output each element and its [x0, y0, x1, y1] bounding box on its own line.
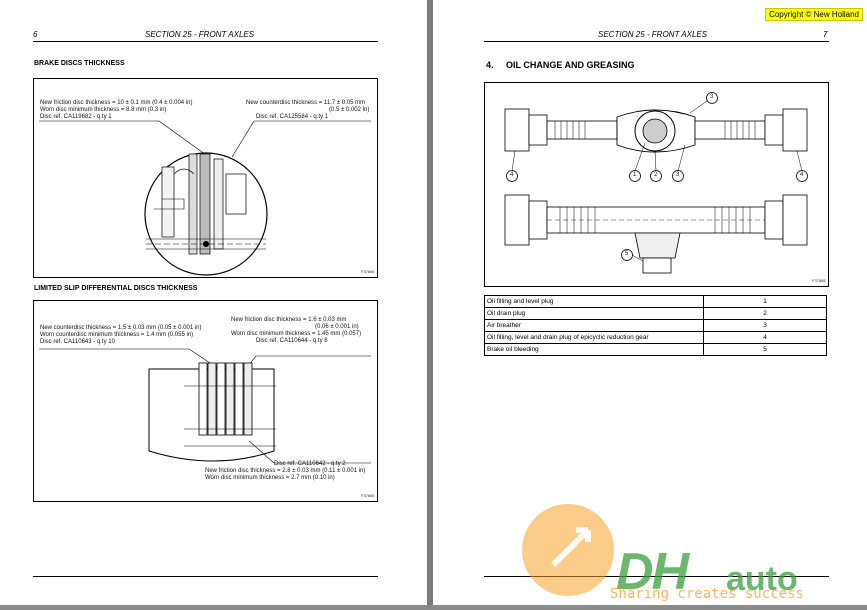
left-page: 6 SECTION 25 - FRONT AXLES BRAKE DISCS T…	[0, 0, 427, 605]
part-description: Oil filling and level plug	[484, 295, 704, 308]
lsd-counter-line3: Disc ref. CA110643 - q.ty 10	[40, 339, 115, 345]
part-ref: 5	[703, 343, 827, 356]
page-gutter	[427, 0, 433, 605]
callout-4-left: 4	[510, 172, 514, 178]
lsd-friction-line1: New friction disc thickness = 1.6 ± 0.03…	[231, 317, 347, 323]
brake-left-note-line2: Worn disc minimum thickness = 8.8 mm (0.…	[40, 107, 167, 113]
table-row: Oil filling, level and drain plug of epi…	[484, 331, 827, 344]
page-number: 7	[823, 30, 828, 39]
brake-figure-code: F37886	[361, 269, 375, 274]
callout-3: 3	[676, 172, 680, 178]
section-heading: OIL CHANGE AND GREASING	[506, 60, 635, 70]
right-page: Copyright © New Holland SECTION 25 - FRO…	[433, 0, 867, 605]
footer-rule	[484, 576, 829, 577]
footer-rule	[33, 576, 378, 577]
watermark: DH auto Sharing creates success	[518, 500, 863, 605]
callout-5: 5	[625, 251, 629, 257]
section-heading-number: 4.	[486, 60, 494, 70]
part-ref: 3	[703, 319, 827, 332]
lsd-counter-line2: Worn counterdisc minimum thickness = 1.4…	[40, 332, 194, 338]
axle-figure: 3 1 2 3 4 4 5 F37888	[484, 82, 829, 287]
axle-drawing	[504, 92, 808, 274]
brake-disc-drawing	[39, 120, 371, 276]
lsd-bottom-line3: Worn disc minimum thickness = 2.7 mm (0.…	[205, 475, 335, 481]
lsd-discs-heading: LIMITED SLIP DIFFERENTIAL DISCS THICKNES…	[34, 285, 198, 292]
part-ref: 2	[703, 307, 827, 320]
callout-1: 1	[633, 172, 637, 178]
lsd-disc-drawing	[39, 348, 371, 464]
watermark-logo	[522, 504, 614, 596]
lsd-discs-figure: New friction disc thickness = 1.6 ± 0.03…	[33, 300, 378, 502]
watermark-tagline: Sharing creates success	[610, 586, 804, 602]
part-description: Brake oil bleeding	[484, 343, 704, 356]
callout-4-right: 4	[800, 172, 804, 178]
section-title: SECTION 25 - FRONT AXLES	[598, 30, 708, 39]
header-rule	[484, 41, 829, 42]
part-description: Air breather	[484, 319, 704, 332]
lsd-bottom-line2: New friction disc thickness = 2.8 ± 0.03…	[205, 468, 366, 474]
callout-2: 2	[654, 172, 658, 178]
brake-right-note-line3: Disc ref. CA125584 - q.ty 1	[256, 114, 329, 120]
page-number: 6	[33, 30, 38, 39]
lsd-bottom-line1: Disc ref. CA110642 - q.ty 2	[274, 461, 346, 467]
brake-discs-heading: BRAKE DISCS THICKNESS	[34, 60, 125, 67]
part-ref: 1	[703, 295, 827, 308]
watermark-brand-tail: auto	[726, 560, 798, 598]
brake-discs-figure: New friction disc thickness = 10 ± 0.1 m…	[33, 78, 378, 278]
brake-left-note-line1: New friction disc thickness = 10 ± 0.1 m…	[40, 100, 193, 106]
brake-right-note-line2: (0.5 ± 0.002 in)	[329, 107, 370, 113]
section-title: SECTION 25 - FRONT AXLES	[145, 30, 255, 39]
part-ref: 4	[703, 331, 827, 344]
axle-figure-code: F37888	[812, 278, 826, 283]
lsd-friction-line3: Worn disc minimum thickness = 1.45 mm (0…	[231, 331, 362, 337]
brake-left-note-line3: Disc ref. CA119682 - q.ty 1	[40, 114, 112, 120]
callout-3-top: 3	[710, 94, 714, 100]
header-rule	[33, 41, 378, 42]
part-description: Oil filling, level and drain plug of epi…	[484, 331, 704, 344]
brake-right-note-line1: New counterdisc thickness = 11.7 ± 0.05 …	[246, 100, 366, 106]
part-description: Oil drain plug	[484, 307, 704, 320]
lsd-counter-line1: New counterdisc thickness = 1.5 ± 0.03 m…	[40, 325, 202, 331]
lsd-friction-line4: Disc ref. CA110644 - q.ty 8	[256, 338, 328, 344]
lsd-friction-line2: (0.06 ± 0.001 in)	[315, 324, 359, 330]
copyright-badge: Copyright © New Holland	[765, 8, 863, 21]
lsd-figure-code: F37885	[361, 493, 375, 498]
watermark-brand-main: DH	[616, 543, 689, 601]
